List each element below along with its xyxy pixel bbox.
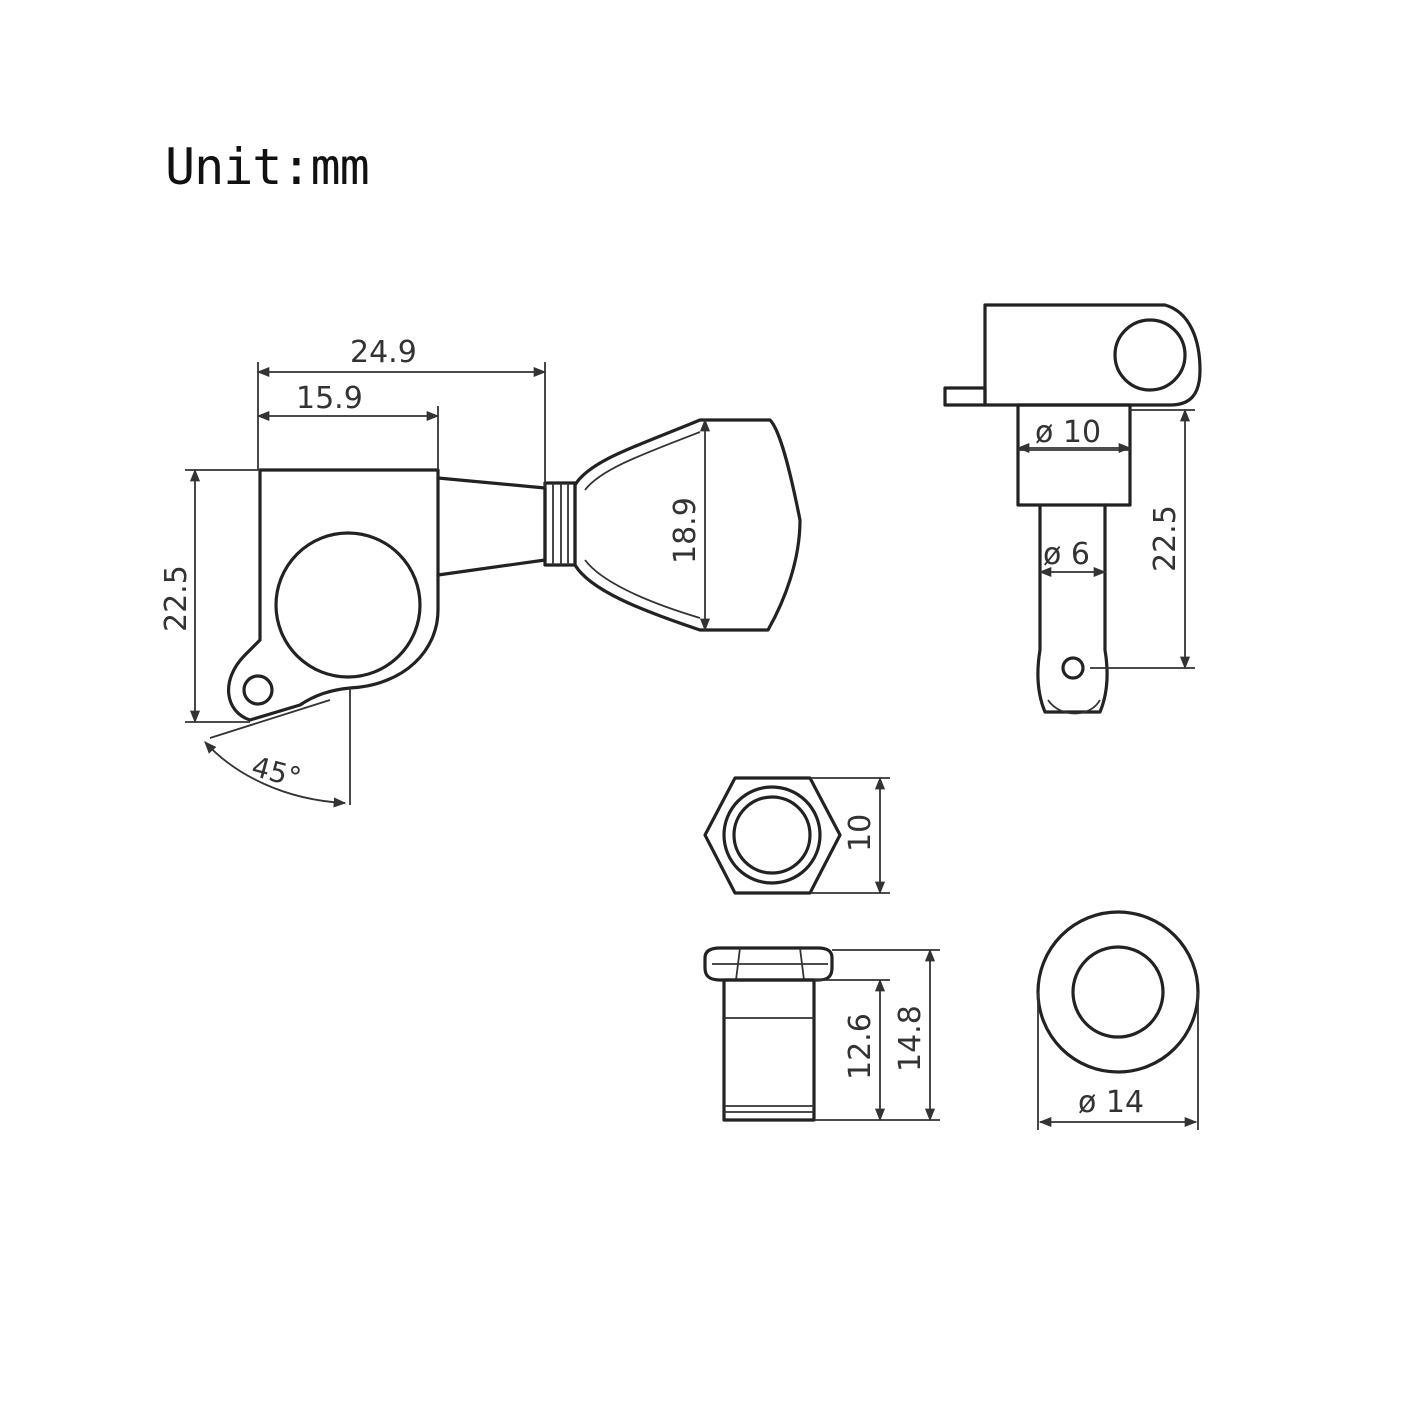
post-hole — [274, 531, 422, 679]
washer-outer — [1036, 910, 1200, 1074]
dim-width-total: 24.9 — [350, 335, 417, 370]
mounting-hole — [242, 674, 274, 706]
shaft-collar — [543, 481, 577, 567]
bushing-flange — [703, 946, 834, 982]
front-post-hole — [1113, 318, 1187, 392]
dim-width-housing: 15.9 — [296, 381, 363, 416]
hex-nut-outer-ring — [722, 785, 822, 885]
front-bushing — [1016, 403, 1132, 507]
hex-nut-top-view: 10 — [703, 776, 890, 895]
tuner-shaft — [436, 476, 547, 577]
dim-bushing-inner: 12.6 — [843, 1013, 878, 1080]
tuner-front-view: ø 10 ø 6 22.5 — [943, 303, 1202, 715]
dim-button-height: 18.9 — [668, 497, 703, 564]
front-housing — [983, 303, 1202, 407]
dim-post-diameter: ø 6 — [1043, 537, 1090, 572]
string-hole — [1061, 656, 1085, 680]
tuning-button — [573, 418, 802, 632]
dim-bushing-diameter: ø 10 — [1035, 415, 1101, 450]
dim-height-housing: 22.5 — [159, 565, 194, 632]
tuner-housing — [227, 468, 440, 722]
dim-angle: 45° — [248, 750, 304, 795]
tuner-side-view: 24.9 15.9 22.5 18.9 45° — [159, 335, 802, 808]
washer-top-view: ø 14 — [1036, 910, 1200, 1130]
bushing-side-view: 12.6 14.8 — [703, 946, 940, 1122]
bushing-body — [722, 978, 816, 1122]
dim-bushing-total: 14.8 — [893, 1005, 928, 1072]
hex-nut-inner-ring — [732, 795, 812, 875]
unit-label: Unit:mm — [165, 138, 370, 196]
front-post — [1036, 503, 1109, 714]
dim-front-height: 22.5 — [1148, 505, 1183, 572]
dim-washer-diameter: ø 14 — [1078, 1085, 1144, 1120]
dim-nut-size: 10 — [843, 814, 878, 852]
washer-inner — [1071, 945, 1165, 1039]
front-nub — [943, 386, 987, 407]
